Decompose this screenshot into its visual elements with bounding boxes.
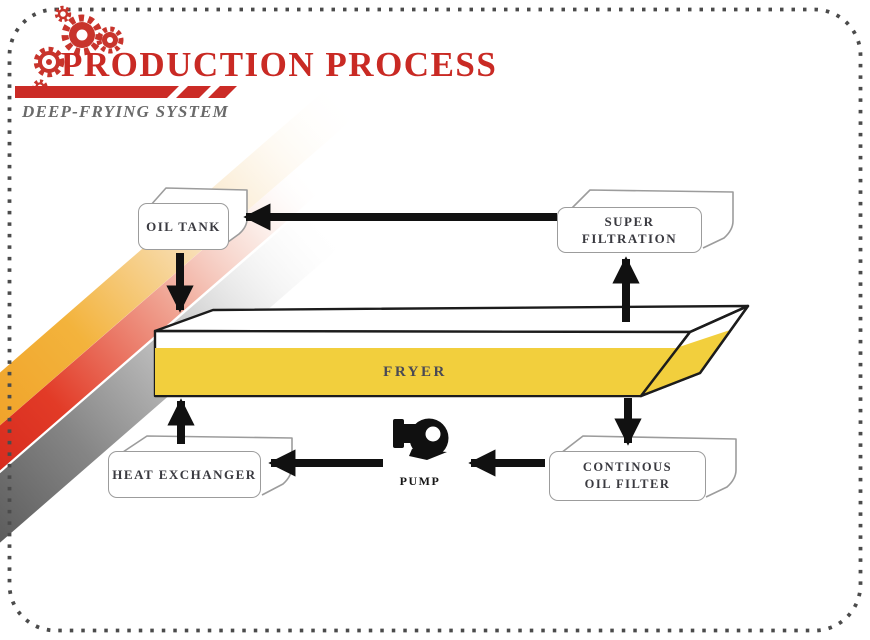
oil-tank-label: OIL TANK <box>146 219 221 234</box>
pump-label: PUMP <box>399 473 441 488</box>
super-filtration-label: SUPER FILTRATION <box>581 214 678 246</box>
fryer-side-outline <box>639 304 750 398</box>
pump-icon <box>393 418 449 460</box>
fryer-front-oil <box>155 348 679 395</box>
page-title: PRODUCTION PROCESS <box>61 45 498 84</box>
fryer-side-oil <box>642 330 730 395</box>
heat-exchanger-label: HEAT EXCHANGER <box>112 467 257 482</box>
node-continous-oil-filter: CONTINOUS OIL FILTER <box>549 451 706 501</box>
dashed-frame-border <box>7 7 863 633</box>
accent-bar <box>15 86 237 98</box>
node-oil-tank: OIL TANK <box>138 203 229 250</box>
page-subtitle: DEEP-FRYING SYSTEM <box>22 102 229 121</box>
stripe-red <box>0 94 404 471</box>
flow-arrows <box>166 203 642 477</box>
node-heat-exchanger: HEAT EXCHANGER <box>108 451 261 498</box>
node-super-filtration: SUPER FILTRATION <box>557 207 702 253</box>
fryer-label: FRYER <box>383 363 447 380</box>
fryer-shape <box>153 304 750 398</box>
fryer-top-face <box>153 304 750 334</box>
gears-icon <box>32 5 124 95</box>
continous-oil-filter-line2: OIL FILTER <box>584 477 671 491</box>
continous-oil-filter-line1: CONTINOUS <box>582 460 673 474</box>
continous-oil-filter-label: CONTINOUS OIL FILTER <box>583 459 672 493</box>
